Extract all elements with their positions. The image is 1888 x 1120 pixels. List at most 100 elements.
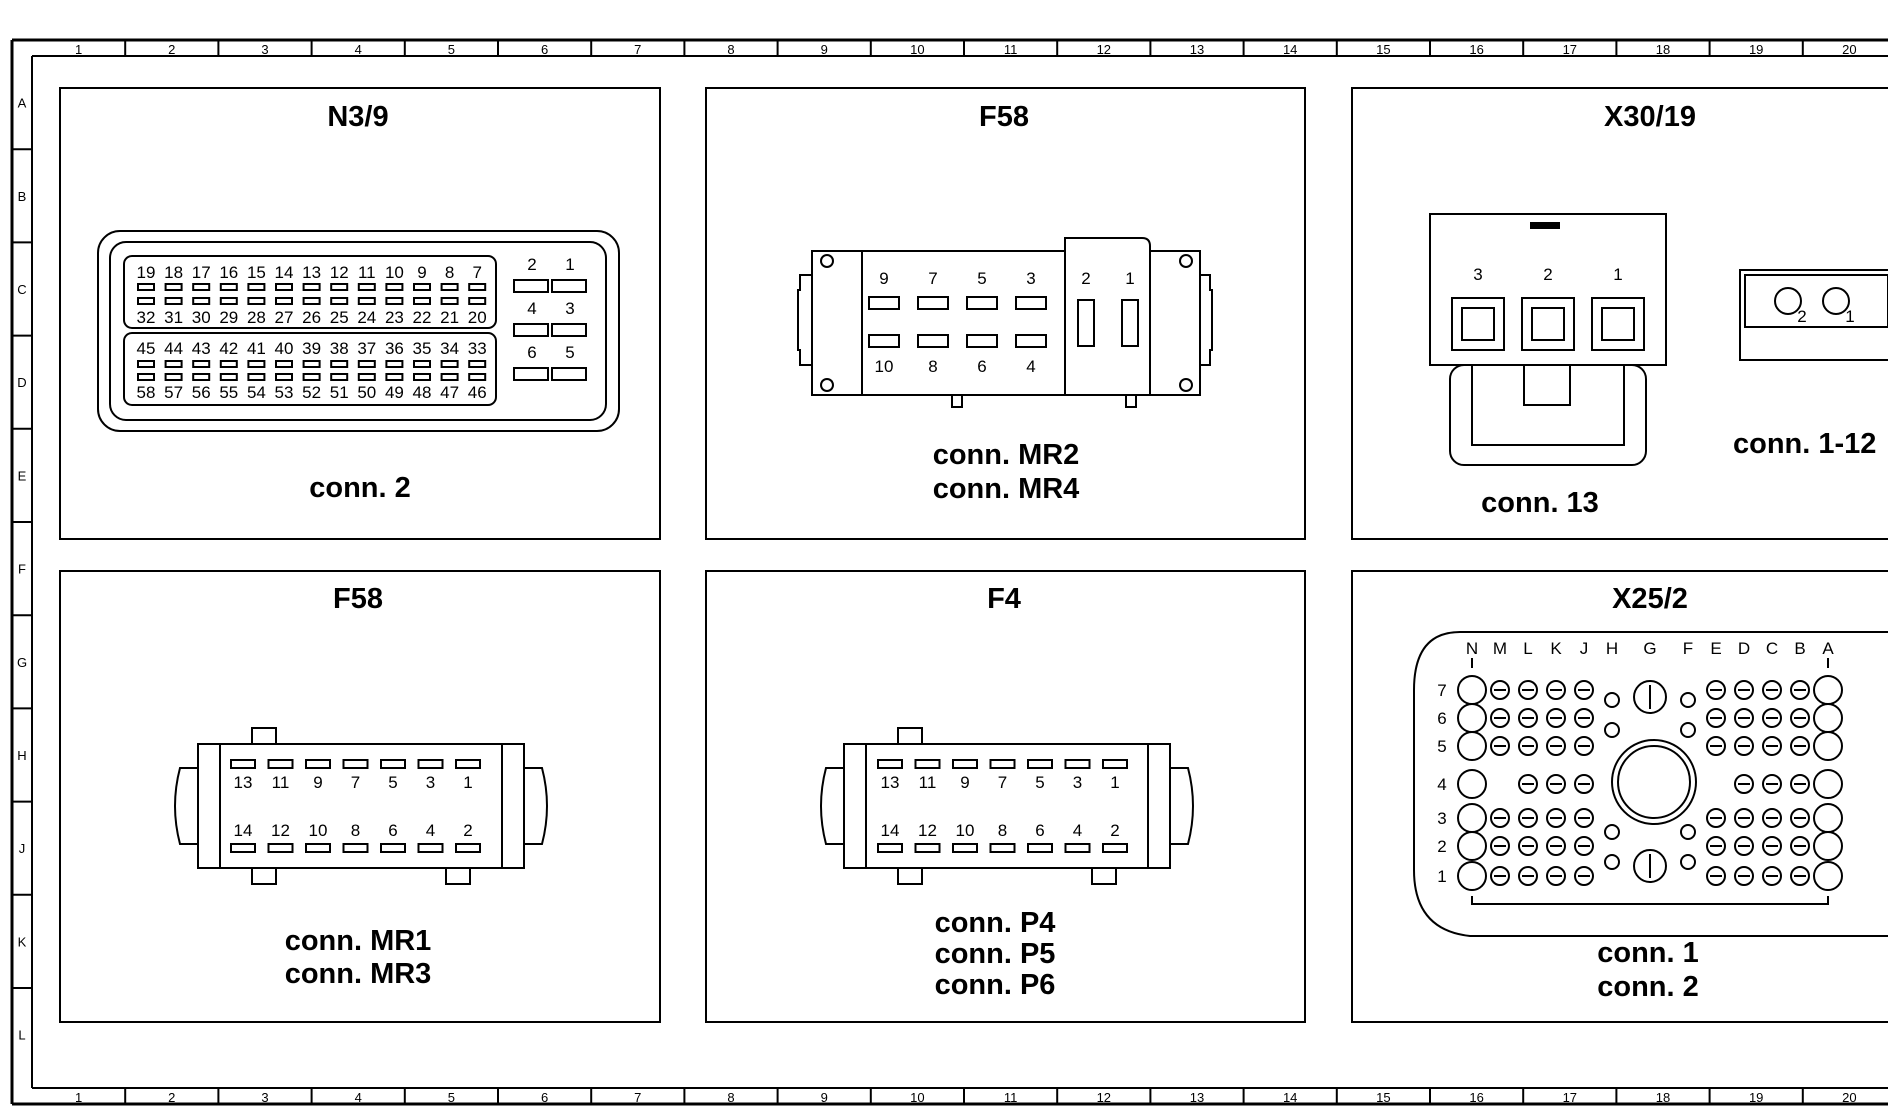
pin-contact bbox=[1121, 299, 1139, 347]
pin-label: 4 bbox=[1026, 357, 1035, 376]
grid-column-label: 5 bbox=[448, 1090, 455, 1105]
pin-label: 44 bbox=[164, 339, 183, 358]
conn-label: conn. 13 bbox=[1481, 487, 1599, 519]
pin-contact bbox=[380, 843, 406, 853]
bracket bbox=[1471, 896, 1829, 905]
pin-label: 38 bbox=[330, 339, 349, 358]
pin-contact bbox=[192, 373, 211, 381]
pin-label: 37 bbox=[357, 339, 376, 358]
pin-label: 1 bbox=[565, 255, 574, 274]
row-label: 2 bbox=[1437, 837, 1446, 856]
pin-label: 33 bbox=[468, 339, 487, 358]
grid-column-label: 13 bbox=[1190, 1090, 1204, 1105]
pin-contact bbox=[1734, 808, 1754, 828]
pin-contact bbox=[1546, 836, 1566, 856]
pin-contact bbox=[302, 360, 321, 368]
pin-label: 15 bbox=[247, 263, 266, 282]
pin-contact bbox=[468, 283, 487, 291]
pin-label: 8 bbox=[445, 263, 454, 282]
pin-contact bbox=[513, 279, 549, 293]
grid-column-label: 14 bbox=[1283, 42, 1297, 57]
pin-contact bbox=[413, 360, 431, 368]
grid-column-label: 10 bbox=[910, 42, 924, 57]
conn-label: conn. MR3 bbox=[285, 958, 432, 990]
pin-contact bbox=[513, 323, 549, 337]
pin-contact bbox=[1790, 808, 1810, 828]
pin-label: 27 bbox=[275, 308, 294, 327]
pin-contact bbox=[275, 297, 293, 305]
grid-column-label: 6 bbox=[541, 42, 548, 57]
pin-contact bbox=[1604, 722, 1620, 738]
pin-contact bbox=[1574, 708, 1594, 728]
pin-label: 24 bbox=[357, 308, 376, 327]
pin-contact bbox=[1813, 731, 1843, 761]
pin-label: 52 bbox=[302, 383, 321, 402]
pin-contact bbox=[551, 323, 587, 337]
pin-contact bbox=[1762, 808, 1782, 828]
pin-contact bbox=[952, 843, 978, 853]
pin-contact bbox=[219, 283, 238, 291]
pin-contact bbox=[1813, 831, 1843, 861]
pin-contact bbox=[330, 360, 349, 368]
pin-contact bbox=[1680, 854, 1696, 870]
pin-contact bbox=[1813, 769, 1843, 799]
grid-column-label: 19 bbox=[1749, 42, 1763, 57]
pin-label: 14 bbox=[275, 263, 294, 282]
pin-contact bbox=[1027, 843, 1053, 853]
grid-column-label: 9 bbox=[821, 1090, 828, 1105]
pin-contact bbox=[247, 297, 266, 305]
grid-column-label: 11 bbox=[1004, 42, 1018, 57]
pin-label: 13 bbox=[302, 263, 321, 282]
grid-row-label: H bbox=[17, 748, 26, 763]
pin-label: 53 bbox=[275, 383, 294, 402]
column-label: H bbox=[1606, 639, 1618, 658]
pin-contact bbox=[1813, 803, 1843, 833]
grid-column-label: 11 bbox=[1004, 1090, 1018, 1105]
grid-column-label: 20 bbox=[1842, 42, 1856, 57]
pin-contact bbox=[1762, 708, 1782, 728]
grid-row-label: C bbox=[17, 282, 26, 297]
grid-column-label: 16 bbox=[1469, 42, 1483, 57]
pin-label: 50 bbox=[357, 383, 376, 402]
pin-contact bbox=[385, 360, 404, 368]
panel-title-n39: N3/9 bbox=[327, 101, 388, 133]
pin-contact bbox=[1457, 703, 1487, 733]
pin-contact bbox=[1015, 296, 1047, 310]
pin-contact bbox=[267, 843, 294, 853]
pin-label: 1 bbox=[1125, 269, 1134, 288]
pin-contact bbox=[247, 373, 266, 381]
pin-label: 2 bbox=[1543, 265, 1552, 284]
pin-label: 2 bbox=[1110, 821, 1119, 840]
row-label: 5 bbox=[1437, 737, 1446, 756]
pin-label: 54 bbox=[247, 383, 266, 402]
pin-label: 4 bbox=[426, 821, 435, 840]
pin-contact bbox=[989, 759, 1016, 769]
pin-contact bbox=[1734, 836, 1754, 856]
pin-contact bbox=[342, 843, 369, 853]
pin-contact bbox=[1734, 680, 1754, 700]
pin-label: 8 bbox=[928, 357, 937, 376]
pin-label: 2 bbox=[463, 821, 472, 840]
row-label: 7 bbox=[1437, 681, 1446, 700]
pin-contact bbox=[1546, 774, 1566, 794]
pin-contact bbox=[1680, 722, 1696, 738]
pin-contact bbox=[1574, 680, 1594, 700]
pin-contact bbox=[1762, 836, 1782, 856]
pin-label: 51 bbox=[330, 383, 349, 402]
pin-contact bbox=[1706, 808, 1726, 828]
panel-f58-bottom bbox=[59, 570, 661, 1023]
pin-contact bbox=[230, 759, 256, 769]
pin-contact bbox=[513, 367, 549, 381]
pin-contact bbox=[275, 283, 293, 291]
pin-contact bbox=[302, 297, 321, 305]
pin-label: 13 bbox=[234, 773, 253, 792]
pin-contact bbox=[380, 759, 406, 769]
pin-contact bbox=[1064, 759, 1091, 769]
pin-label: 6 bbox=[527, 343, 536, 362]
pin-label: 1 bbox=[1110, 773, 1119, 792]
pin-contact bbox=[1490, 866, 1510, 886]
panel-n39 bbox=[59, 87, 661, 540]
pin-contact bbox=[1790, 836, 1810, 856]
